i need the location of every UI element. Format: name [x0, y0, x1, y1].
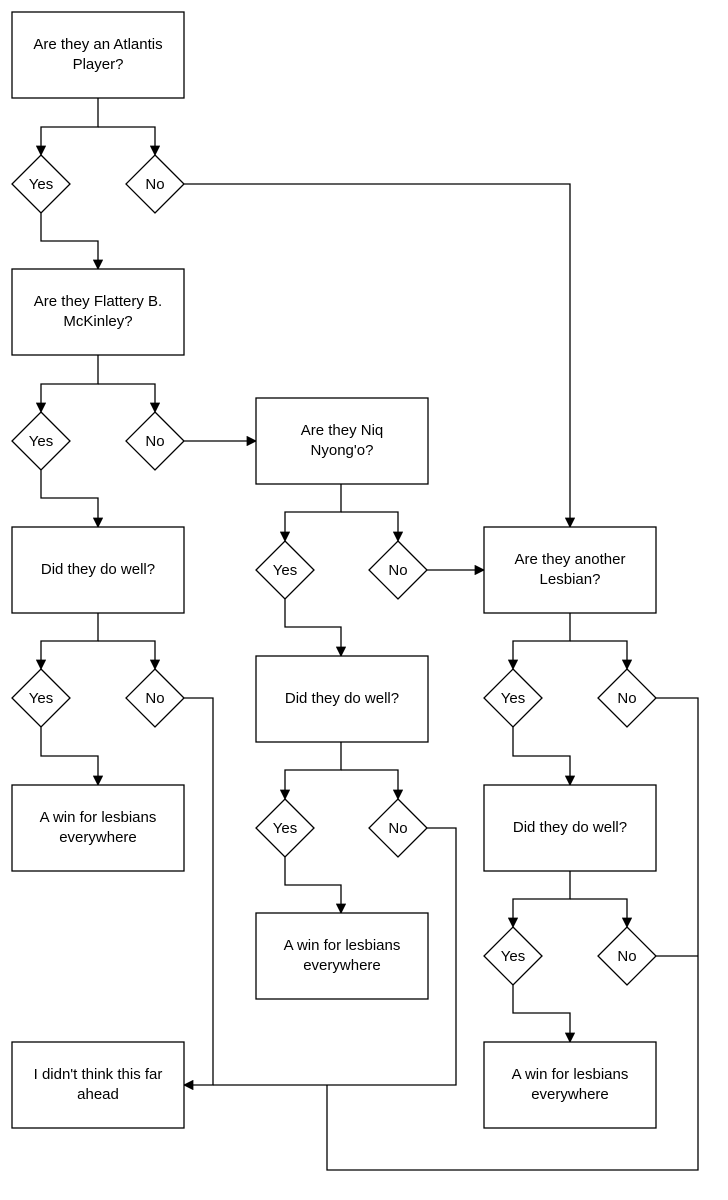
q-atlantis-no-diamond: No [125, 154, 185, 214]
q-flattery-well-box: Did they do well? [11, 526, 185, 614]
flattery-split-no-connector [98, 383, 161, 414]
flattery-well-no-to-fail-connector [182, 697, 214, 1091]
flattery-well-split-yes-connector [35, 613, 99, 671]
connectors [35, 98, 699, 1171]
q-flattery-label: Are they Flattery B.McKinley? [34, 293, 162, 330]
q-lesbian-well-no-label: No [617, 948, 636, 965]
q-flattery-well-no-diamond: No [125, 668, 185, 728]
niq-well-no-to-fail-connector [213, 827, 457, 1086]
q-flattery-no-label: No [145, 433, 164, 450]
atlantis-split-yes-connector [35, 98, 99, 157]
q-lesbian-no-diamond: No [597, 668, 657, 728]
atlantis-split-no-connector [98, 126, 161, 157]
niq-split-yes-connector [279, 484, 342, 543]
q-flattery-well-yes-label: Yes [29, 690, 53, 707]
q-lesbian-yes-label: Yes [501, 690, 525, 707]
q-flattery-well-label: Did they do well? [41, 561, 155, 578]
q-flattery-well-yes-diamond: Yes [11, 668, 71, 728]
q-niq-well-label: Did they do well? [285, 690, 399, 707]
q-lesbian-well-no-diamond: No [597, 926, 657, 986]
q-niq-well-no-diamond: No [368, 798, 428, 858]
atlantis-no-to-lesbian-connector [184, 183, 576, 529]
q-lesbian-yes-diamond: Yes [483, 668, 543, 728]
q-niq-no-label: No [388, 562, 407, 579]
niq-well-split-no-connector [341, 769, 404, 801]
lesbian-split-yes-connector [507, 613, 571, 671]
q-flattery-no-diamond: No [125, 411, 185, 471]
q-flattery-yes-label: Yes [29, 433, 53, 450]
q-lesbian-no-label: No [617, 690, 636, 707]
lesbian-split-no-connector [570, 640, 633, 671]
q-flattery-yes-diamond: Yes [11, 411, 71, 471]
lesbian-well-split-yes-connector [507, 871, 571, 929]
atlantis-yes-to-flattery-connector [40, 213, 104, 271]
niq-well-yes-to-win-connector [284, 857, 347, 915]
q-atlantis-yes-diamond: Yes [11, 154, 71, 214]
q-niq-well-no-label: No [388, 820, 407, 837]
flattery-well-yes-to-win-connector [40, 727, 104, 787]
q-atlantis-yes-label: Yes [29, 176, 53, 193]
niq-well-split-yes-connector [279, 742, 342, 801]
q-lesbian-well-yes-diamond: Yes [483, 926, 543, 986]
flattery-well-split-no-connector [98, 640, 161, 671]
niq-yes-to-well-connector [284, 599, 347, 658]
q-niq-well-box: Did they do well? [255, 655, 429, 743]
lesbian-yes-to-well-connector [512, 727, 576, 787]
q-niq-well-yes-label: Yes [273, 820, 297, 837]
q-niq-no-diamond: No [368, 540, 428, 600]
q-flattery-well-no-label: No [145, 690, 164, 707]
flattery-yes-to-well-connector [40, 470, 104, 529]
q-niq-well-yes-diamond: Yes [255, 798, 315, 858]
niq-split-no-connector [341, 511, 404, 543]
q-lesbian-well-label: Did they do well? [513, 819, 627, 836]
q-niq-yes-diamond: Yes [255, 540, 315, 600]
lesbian-well-split-no-connector [570, 898, 633, 929]
q-niq-yes-label: Yes [273, 562, 297, 579]
q-lesbian-well-yes-label: Yes [501, 948, 525, 965]
flattery-split-yes-connector [35, 355, 99, 414]
lesbian-no-to-fail-connector [326, 697, 699, 1171]
q-lesbian-well-box: Did they do well? [483, 784, 657, 872]
q-atlantis-no-label: No [145, 176, 164, 193]
lesbian-well-yes-to-win-connector [512, 985, 576, 1044]
q-flattery-box: Are they Flattery B.McKinley? [11, 268, 185, 356]
